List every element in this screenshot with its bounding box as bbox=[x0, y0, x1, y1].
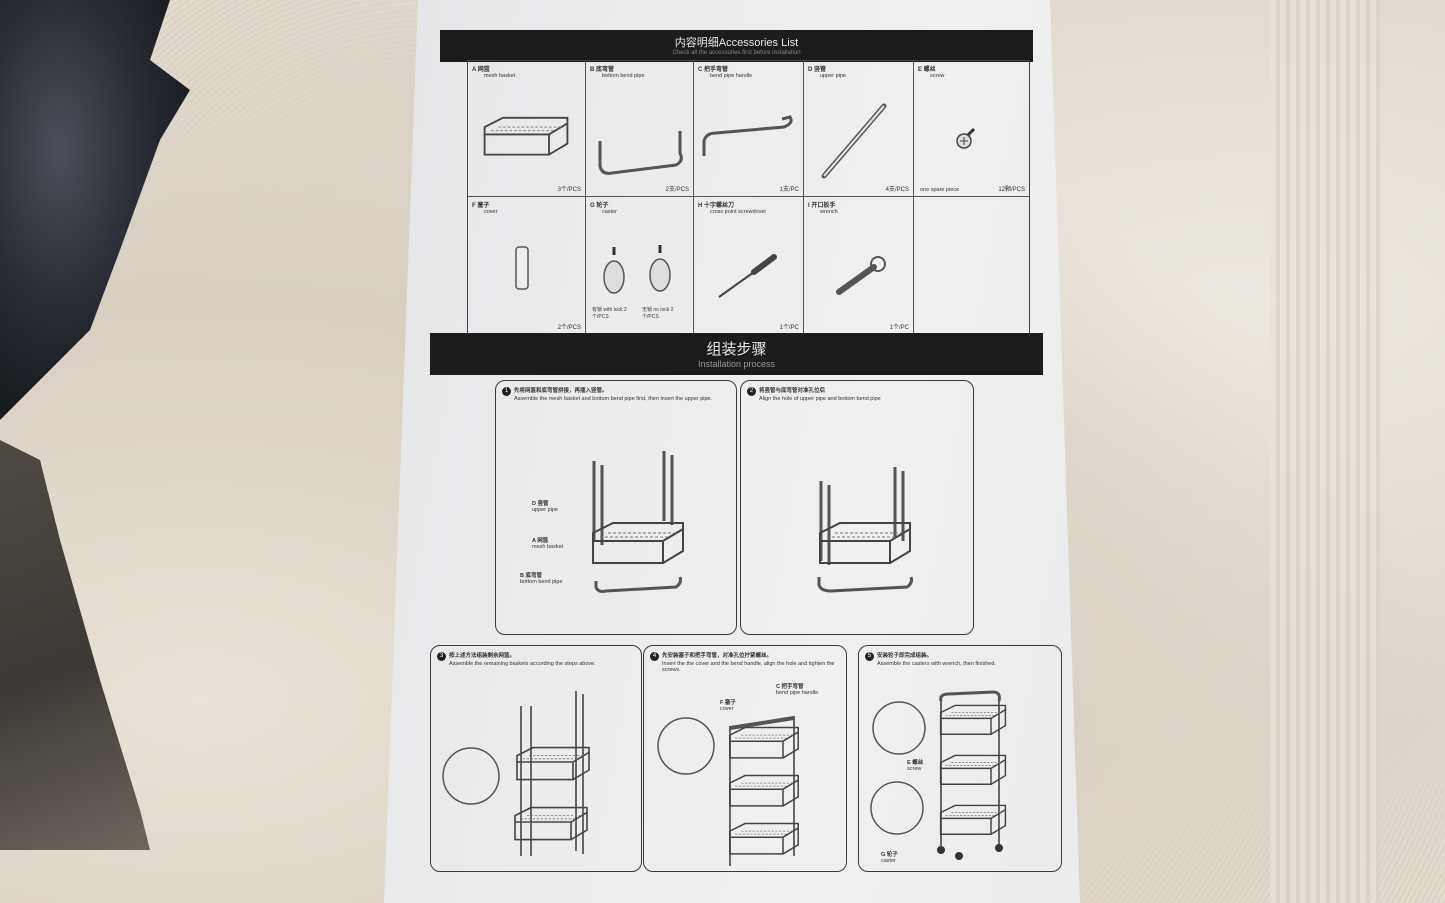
accessory-zh: F 塞子 bbox=[472, 203, 490, 209]
accessory-zh: A 网篮 bbox=[472, 67, 490, 73]
accessory-en: bottom bend pipe bbox=[602, 73, 645, 79]
label-en: cover bbox=[720, 706, 734, 712]
accessory-qty: 3个/PCS bbox=[557, 187, 581, 193]
step-en: Insert the the cover and the bend handle… bbox=[662, 661, 835, 673]
step-number: 3 bbox=[437, 652, 446, 661]
accessory-empty bbox=[914, 197, 1029, 334]
installation-title-zh: 组装步骤 bbox=[706, 341, 767, 358]
step-zh: 将竖管与底弯管对准孔位后 bbox=[759, 388, 826, 394]
caster-no-lock-qty: 无锁 no lock 2个/PCS bbox=[642, 307, 674, 320]
installation-header: 组装步骤 Installation process bbox=[430, 333, 1043, 375]
label-zh: G 轮子 bbox=[881, 852, 898, 858]
handle-pipe-drawing bbox=[702, 115, 793, 156]
step-zh: 安装轮子即完成组装。 bbox=[877, 653, 933, 659]
label-en: bend pipe handle bbox=[776, 690, 819, 696]
screw-icon bbox=[956, 127, 976, 149]
label-en: screw bbox=[907, 766, 922, 772]
label-zh: B 底弯管 bbox=[520, 573, 543, 579]
accessory-qty: 1支/PC bbox=[779, 187, 799, 193]
accessory-zh: H 十字螺丝刀 bbox=[698, 203, 735, 209]
accessory-qty: 2个/PCS bbox=[557, 325, 581, 331]
caster-with-lock-qty: 有锁 with lock 2个/PCS bbox=[592, 307, 627, 320]
label-zh: A 网篮 bbox=[532, 538, 549, 544]
accessory-zh: E 螺丝 bbox=[918, 67, 936, 73]
step-number: 1 bbox=[502, 387, 511, 396]
accessory-zh: C 把手弯管 bbox=[698, 67, 729, 73]
label-en: upper pipe bbox=[532, 507, 558, 513]
accessory-en: upper pipe bbox=[820, 73, 846, 79]
accessory-note: one spare piece bbox=[920, 187, 960, 193]
accessory-zh: G 轮子 bbox=[590, 203, 609, 209]
bottom-bend-pipe-drawing bbox=[598, 131, 683, 175]
accessory-b: B 底弯管 bottom bend pipe 2支/PCS bbox=[586, 61, 694, 197]
label-zh: F 塞子 bbox=[720, 700, 736, 706]
accessory-en: bend pipe handle bbox=[710, 73, 753, 79]
accessory-en: cover bbox=[484, 209, 498, 215]
cover-plug-drawing bbox=[515, 246, 529, 290]
accessory-a: A 网篮 mesh basket 3个/PCS bbox=[468, 61, 586, 197]
accessory-zh: D 竖管 bbox=[808, 67, 827, 73]
accessory-zh: I 开口扳手 bbox=[808, 203, 836, 209]
accessory-en: wrench bbox=[820, 209, 838, 215]
accessory-e: E 螺丝 screw one spare piece 12颗/PCS bbox=[914, 61, 1029, 197]
accessory-qty: 1个/PC bbox=[779, 325, 799, 331]
towel-background bbox=[1270, 0, 1380, 903]
wrench-icon bbox=[836, 256, 886, 295]
step-zh: 先将网篮和底弯管拼接，再插入竖管。 bbox=[514, 388, 608, 394]
dark-plastic-bag-shadow bbox=[0, 440, 150, 850]
accessory-g: G 轮子 caster 有锁 with lock 2个/PCS 无锁 no lo… bbox=[586, 197, 694, 334]
accessory-en: mesh basket bbox=[484, 73, 516, 79]
step-number: 2 bbox=[747, 387, 756, 396]
accessory-h: H 十字螺丝刀 cross point screwdriver 1个/PC bbox=[694, 197, 804, 334]
upper-pipe-drawing bbox=[821, 103, 887, 179]
label-zh: E 螺丝 bbox=[907, 760, 924, 766]
step-en: Assemble the remaining baskets according… bbox=[449, 661, 596, 667]
label-zh: C 把手弯管 bbox=[776, 684, 804, 690]
caster-drawing bbox=[603, 245, 671, 294]
label-en: caster bbox=[881, 858, 896, 864]
accessory-f: F 塞子 cover 2个/PCS bbox=[468, 197, 586, 334]
accessory-en: screw bbox=[930, 73, 945, 79]
step-zh: 先安装塞子和把手弯管，对准孔位拧紧螺丝。 bbox=[662, 653, 773, 659]
label-zh: D 竖管 bbox=[532, 501, 549, 507]
step-zh: 按上述方法组装剩余网篮。 bbox=[449, 653, 516, 659]
accessories-title: 内容明细Accessories List bbox=[674, 37, 799, 49]
accessories-grid: A 网篮 mesh basket 3个/PCS B 底弯管 bottom ben… bbox=[467, 60, 1030, 335]
step-3-drawing bbox=[442, 691, 590, 856]
step-5-drawing bbox=[870, 690, 1007, 860]
accessory-zh: B 底弯管 bbox=[590, 67, 615, 73]
step-1-drawing bbox=[592, 451, 684, 593]
step-4-drawing bbox=[657, 716, 799, 866]
accessory-i: I 开口扳手 wrench 1个/PC bbox=[804, 197, 914, 334]
label-en: mesh basket bbox=[532, 544, 564, 550]
step-en: Assemble the casters with wrench, then f… bbox=[877, 661, 996, 667]
dark-plastic-bag bbox=[0, 0, 190, 420]
step-2-drawing bbox=[817, 467, 913, 593]
step-en: Assemble the mesh basket and bottom bend… bbox=[514, 396, 713, 402]
accessory-en: cross point screwdriver bbox=[710, 209, 767, 215]
accessory-qty: 2支/PCS bbox=[665, 187, 689, 193]
accessory-en: caster bbox=[602, 209, 617, 215]
step-number: 5 bbox=[865, 652, 874, 661]
accessory-qty: 4支/PCS bbox=[885, 187, 909, 193]
accessory-d: D 竖管 upper pipe 4支/PCS bbox=[804, 61, 914, 197]
step-number: 4 bbox=[650, 652, 659, 661]
installation-title-en: Installation process bbox=[697, 359, 776, 369]
accessory-c: C 把手弯管 bend pipe handle 1支/PC bbox=[694, 61, 804, 197]
label-en: bottom bend pipe bbox=[520, 579, 563, 585]
accessory-qty: 12颗/PCS bbox=[998, 187, 1025, 193]
step-en: Align the hole of upper pipe and bottom … bbox=[759, 396, 881, 402]
screwdriver-icon bbox=[718, 254, 777, 298]
accessory-qty: 1个/PC bbox=[889, 325, 909, 331]
accessories-subtitle: Check all the accessories first before i… bbox=[672, 50, 801, 56]
accessories-header: 内容明细Accessories List Check all the acces… bbox=[440, 30, 1033, 62]
